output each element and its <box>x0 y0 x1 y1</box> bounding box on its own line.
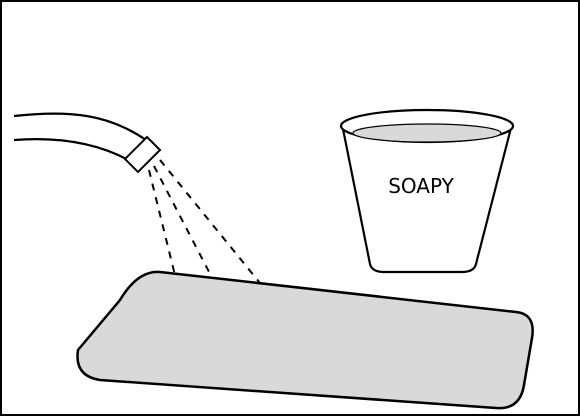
hose-icon <box>14 114 146 162</box>
bucket-label: SOAPY <box>388 174 454 198</box>
tray-icon <box>77 272 532 408</box>
bucket-icon: SOAPY <box>341 110 513 272</box>
